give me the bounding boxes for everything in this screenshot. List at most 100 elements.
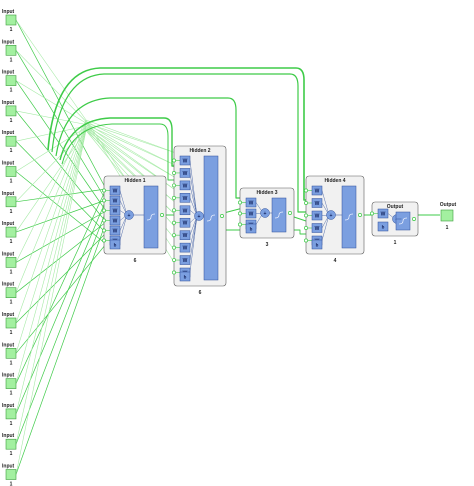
layer-hidden2[interactable]: Hidden 26WWWWWWWWWWb+ <box>172 145 227 296</box>
weight-label: W <box>315 226 320 232</box>
weight-label: W <box>315 201 320 207</box>
connection-port <box>172 208 176 213</box>
input-label: Input <box>2 251 15 257</box>
input-label: Input <box>2 9 15 15</box>
input-node-box <box>5 378 17 389</box>
input-node[interactable]: Input 1 <box>2 100 17 124</box>
input-label: Input <box>2 161 15 167</box>
bias-block <box>245 223 257 234</box>
input-size-label: 1 <box>10 88 13 94</box>
connection-port <box>358 213 362 217</box>
input-size-label: 1 <box>10 118 13 124</box>
connection-port <box>172 183 176 188</box>
input-size-label: 1 <box>10 148 13 154</box>
layer-title: Hidden 1 <box>124 178 145 184</box>
input-size-label: 1 <box>10 360 13 366</box>
connection-port <box>412 217 416 221</box>
input-node[interactable]: Input 1 <box>2 282 17 306</box>
connection-port <box>238 200 242 205</box>
connection-wire <box>51 73 309 213</box>
input-node-box <box>5 14 17 26</box>
layer-title: Hidden 2 <box>189 148 210 154</box>
connection-wire <box>15 188 107 203</box>
input-label: Input <box>2 312 15 318</box>
connection-port <box>304 201 308 205</box>
layer-size-label: 6 <box>199 290 202 296</box>
connection-port <box>172 170 176 175</box>
input-node-box <box>5 196 17 208</box>
input-label: Input <box>2 403 15 409</box>
connection-wire <box>15 199 107 233</box>
connection-wire <box>47 67 309 201</box>
connection-wire <box>15 50 107 201</box>
connection-wire <box>55 97 243 199</box>
connection-port <box>288 211 292 215</box>
weight-label: W <box>249 201 254 207</box>
input-label: Input <box>2 100 15 106</box>
weight-label: W <box>113 219 118 225</box>
input-size-label: 1 <box>10 421 13 427</box>
connection-port <box>304 213 308 218</box>
input-size-label: 1 <box>10 269 13 275</box>
bias-block <box>311 239 323 250</box>
weight-label: W <box>113 189 118 195</box>
input-label: Input <box>2 39 15 45</box>
transfer-curve <box>398 217 408 225</box>
weight-label: W <box>315 214 320 220</box>
input-label: Input <box>2 282 15 288</box>
weight-label: W <box>113 209 118 215</box>
layer-hidden4[interactable]: Hidden 44WWWWWb+ <box>304 175 365 264</box>
input-size-label: 1 <box>10 300 13 306</box>
weight-to-sum-line <box>189 160 198 217</box>
connection-port <box>172 233 176 238</box>
connection-wire <box>15 243 107 354</box>
layer-size-label: 1 <box>394 240 397 246</box>
connection-wire <box>15 199 107 415</box>
layer-title: Hidden 4 <box>324 178 345 184</box>
connection-wires <box>15 19 440 475</box>
layer-hidden1[interactable]: Hidden 16WWWWWWb+ <box>102 175 167 264</box>
connection-wire <box>15 232 107 324</box>
connection-port <box>102 218 106 223</box>
weight-label: W <box>183 159 188 165</box>
weight-to-sum-line <box>189 215 198 273</box>
connection-wire <box>15 125 177 384</box>
input-node-box <box>5 257 17 268</box>
input-node[interactable]: Input 1 <box>2 403 17 427</box>
sum-label: + <box>330 213 333 219</box>
connection-wire <box>15 80 107 212</box>
weight-label: W <box>183 246 188 252</box>
connection-port <box>172 220 176 225</box>
layer-title: Hidden 3 <box>256 190 277 196</box>
input-label: Input <box>2 191 15 197</box>
input-node[interactable]: Input 1 <box>2 251 17 275</box>
bias-label: b <box>316 243 319 248</box>
network-layers: Hidden 16WWWWWWb+Hidden 26WWWWWWWWWWb+Hi… <box>102 145 419 296</box>
weight-label: W <box>315 189 320 195</box>
connection-port <box>304 226 308 230</box>
connection-wire <box>15 140 107 234</box>
connection-port <box>172 270 176 275</box>
input-label: Input <box>2 433 15 439</box>
connection-port <box>238 222 242 227</box>
connection-port <box>172 245 176 250</box>
connection-port <box>172 195 176 200</box>
input-node-box <box>5 44 17 56</box>
layer-hidden3[interactable]: Hidden 33WWWb+ <box>238 187 295 248</box>
connection-wire <box>15 127 177 414</box>
